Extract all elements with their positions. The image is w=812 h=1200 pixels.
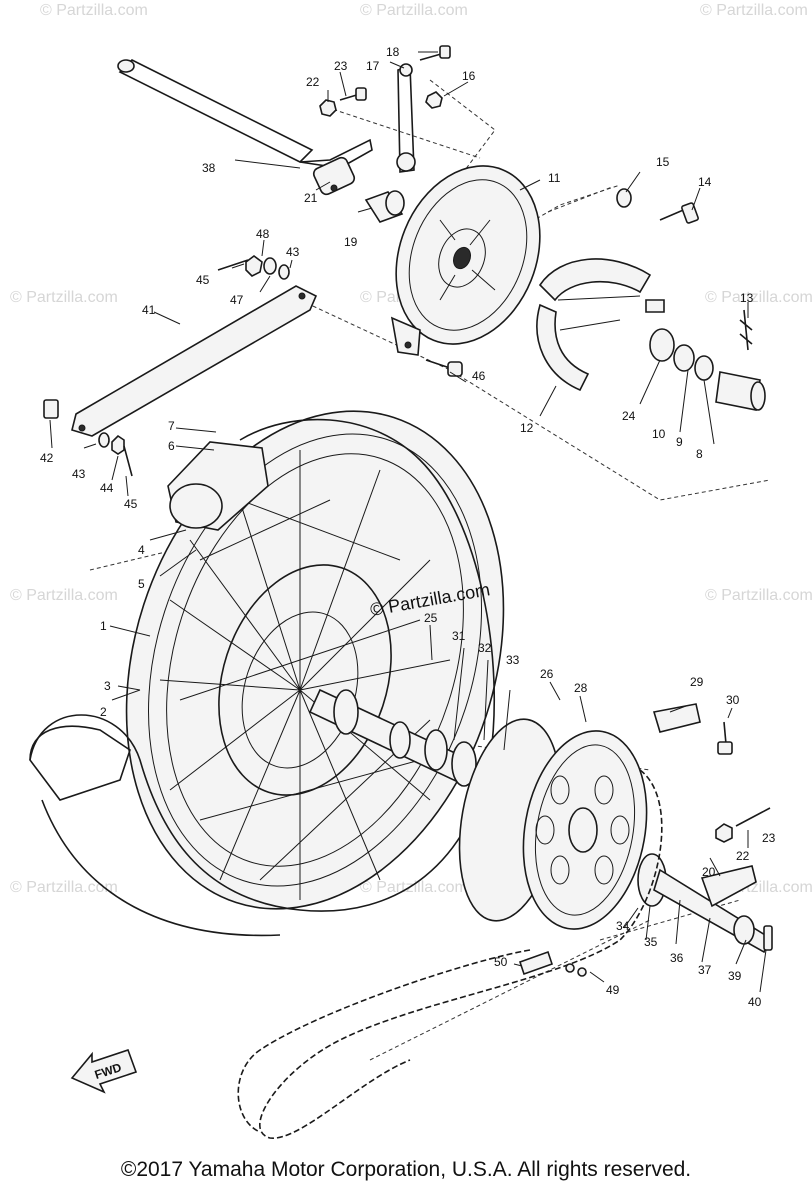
callout-11: 11: [548, 171, 561, 185]
callout-41: 41: [142, 303, 156, 317]
master-link: [518, 950, 587, 977]
callout-8: 8: [696, 447, 703, 461]
callout-44: 44: [100, 481, 114, 495]
rear-wheel: [125, 410, 505, 910]
watermark-text: © Partzilla.com: [705, 289, 812, 306]
tension-bar-hardware: [98, 255, 290, 477]
callout-39: 39: [728, 969, 742, 983]
callout-14: 14: [698, 175, 712, 189]
spacer-collar: [364, 190, 405, 223]
callout-33: 33: [506, 653, 520, 667]
forward-direction-arrow: FWD: [70, 1048, 138, 1094]
axle-right-side: [637, 807, 773, 954]
callout-37: 37: [698, 963, 712, 977]
callout-45-top: 45: [196, 273, 210, 287]
tension-bar: [43, 285, 318, 437]
callout-15: 15: [656, 155, 670, 169]
callout-12: 12: [520, 421, 534, 435]
callout-16: 16: [462, 69, 476, 83]
watermark-text: © Partzilla.com: [40, 2, 148, 19]
callout-45-left: 45: [124, 497, 138, 511]
callout-43-left: 43: [72, 467, 86, 481]
callout-23-top: 23: [334, 59, 348, 73]
callout-6: 6: [168, 439, 175, 453]
callout-30: 30: [726, 693, 740, 707]
callout-21: 21: [304, 191, 318, 205]
watermark-text: © Partzilla.com: [705, 587, 812, 604]
chain-joint: [652, 703, 733, 755]
watermark-text: © Partzilla.com: [360, 2, 468, 19]
callout-40: 40: [748, 995, 762, 1009]
callout-46: 46: [472, 369, 486, 383]
callout-labels: 1 2 3 4 5 6 7 8 9 10 11 12 13 14 15 16 1…: [40, 45, 776, 1009]
callout-10: 10: [652, 427, 666, 441]
callout-2: 2: [100, 705, 107, 719]
callout-31: 31: [452, 629, 466, 643]
callout-43-top: 43: [286, 245, 300, 259]
watermark-text: © Partzilla.com: [10, 879, 118, 896]
callout-19: 19: [344, 235, 358, 249]
callout-26: 26: [540, 667, 554, 681]
callout-leader-lines: [49, 51, 767, 993]
callout-18: 18: [386, 45, 400, 59]
callout-25: 25: [424, 611, 438, 625]
callout-34: 34: [616, 919, 630, 933]
watermarks: © Partzilla.com © Partzilla.com © Partzi…: [10, 2, 812, 896]
copyright-notice: ©2017 Yamaha Motor Corporation, U.S.A. A…: [120, 1158, 692, 1181]
callout-17: 17: [366, 59, 380, 73]
callout-4: 4: [138, 543, 145, 557]
callout-5: 5: [138, 577, 145, 591]
callout-1: 1: [100, 619, 107, 633]
brake-shoe-plate: [390, 165, 541, 356]
callout-42: 42: [40, 451, 54, 465]
callout-29: 29: [690, 675, 704, 689]
watermark-text: © Partzilla.com: [10, 289, 118, 306]
callout-35: 35: [644, 935, 658, 949]
callout-47: 47: [230, 293, 244, 307]
brake-camshaft: [425, 359, 463, 377]
swing-arm-axle: [117, 59, 373, 196]
callout-22-top: 22: [306, 75, 320, 89]
callout-38: 38: [202, 161, 216, 175]
inner-tube-and-flap: [29, 441, 269, 801]
callout-49: 49: [606, 983, 620, 997]
callout-23-right: 23: [762, 831, 776, 845]
rear-sprocket: [458, 718, 648, 930]
callout-9: 9: [676, 435, 683, 449]
watermark-text: © Partzilla.com: [700, 2, 808, 19]
callout-36: 36: [670, 951, 684, 965]
watermark-text: © Partzilla.com: [360, 879, 468, 896]
callout-28: 28: [574, 681, 588, 695]
hub-axle-and-seals: [308, 688, 477, 787]
callout-48: 48: [256, 227, 270, 241]
brake-cam-assembly: [616, 188, 766, 411]
callout-50: 50: [494, 955, 508, 969]
drive-chain: [237, 769, 663, 1139]
callout-24: 24: [622, 409, 636, 423]
callout-22-right: 22: [736, 849, 750, 863]
callout-20: 20: [702, 865, 716, 879]
callout-7: 7: [168, 419, 175, 433]
rear-wheel-parts-diagram: © Partzilla.com © Partzilla.com © Partzi…: [10, 2, 812, 1139]
callout-3: 3: [104, 679, 111, 693]
brake-shoes: [536, 258, 665, 392]
brake-torque-link: [319, 45, 451, 173]
watermark-text: © Partzilla.com: [10, 587, 118, 604]
tire-tread: [29, 418, 496, 937]
callout-13: 13: [740, 291, 754, 305]
callout-32: 32: [478, 641, 492, 655]
